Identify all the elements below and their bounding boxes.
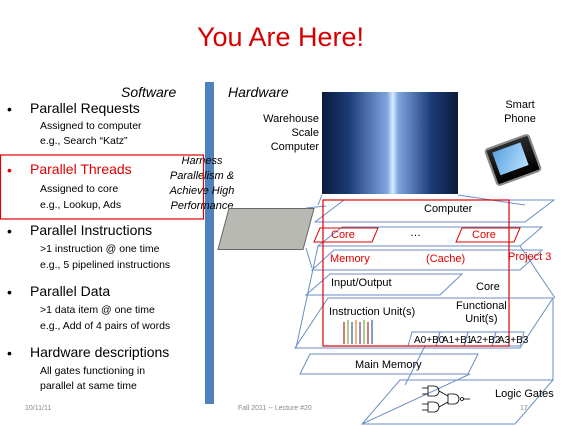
bullet-marker: • [7, 223, 12, 239]
bullet-line: e.g., 5 pipelined instructions [40, 259, 171, 271]
project-3-label: Project 3 [508, 251, 552, 263]
instruction-unit-label: Instruction Unit(s) [329, 306, 416, 318]
core-detail-label: Core [476, 281, 500, 293]
input-output-label: Input/Output [331, 277, 392, 289]
computer-label: Computer [424, 203, 473, 215]
bullet-title-instructions: Parallel Instructions [30, 222, 153, 238]
core-box-left [313, 227, 379, 243]
footer-date: 10/11/11 [25, 405, 52, 412]
add-label-1: A1+B1 [442, 335, 473, 346]
thread-highlight-box [0, 154, 205, 220]
bullet-marker: • [7, 284, 12, 300]
bullet-line: All gates functioning in [40, 365, 146, 377]
bullet-line: parallel at same time [40, 380, 137, 392]
main-memory-label: Main Memory [355, 359, 422, 371]
datacenter-image [322, 92, 458, 194]
logic-gates-label: Logic Gates [495, 388, 554, 400]
bullet-marker: • [7, 101, 12, 117]
core-label-right: Core [472, 229, 496, 241]
ellipsis-label: … [410, 227, 421, 239]
footer-page-number: 17 [520, 405, 528, 412]
bullet-title-requests: Parallel Requests [30, 100, 140, 116]
logic-gate-plane [360, 379, 555, 425]
divider-bar [205, 82, 214, 404]
io-plane [304, 273, 464, 296]
bullet-line: e.g., Search “Katz” [40, 135, 128, 147]
add-label-3: A3+B3 [498, 335, 529, 346]
hardware-heading: Hardware [228, 84, 289, 100]
slide-title: You Are Here! [196, 22, 365, 52]
main-memory-plane [299, 353, 479, 375]
bullet-line: e.g., Lookup, Ads [40, 199, 122, 211]
bullet-line: Assigned to core [40, 183, 119, 195]
memory-plane [310, 249, 544, 271]
add-label-0: A0+B0 [414, 335, 445, 346]
footer-lecture: Fall 2011 -- Lecture #20 [238, 405, 312, 412]
core-detail-plane [294, 297, 554, 349]
bullet-title-threads: Parallel Threads [30, 161, 132, 177]
functional-unit-label: Functional Unit(s) [456, 300, 507, 325]
bullet-line: Assigned to computer [40, 120, 142, 132]
core-label-left: Core [331, 229, 355, 241]
harness-parallelism-text: Harness Parallelism & Achieve High Perfo… [169, 155, 235, 212]
bullet-marker: • [7, 345, 12, 361]
project-highlight-box [322, 199, 510, 347]
software-heading: Software [121, 84, 177, 100]
bullet-line: >1 data item @ one time [40, 304, 155, 316]
bullet-title-hardware: Hardware descriptions [30, 344, 170, 360]
core-box-right [455, 227, 521, 243]
warehouse-scale-computer-label: Warehouse Scale Computer [263, 113, 319, 153]
bullet-line: e.g., Add of 4 pairs of words [40, 320, 171, 332]
memory-label: Memory [330, 253, 370, 265]
bullet-marker: • [7, 162, 12, 178]
cache-label: (Cache) [426, 253, 466, 265]
add-label-2: A2+B2 [470, 335, 501, 346]
bullet-title-data: Parallel Data [30, 283, 111, 299]
smart-phone-label: Smart Phone [504, 99, 536, 125]
bullet-line: >1 instruction @ one time [40, 243, 160, 255]
